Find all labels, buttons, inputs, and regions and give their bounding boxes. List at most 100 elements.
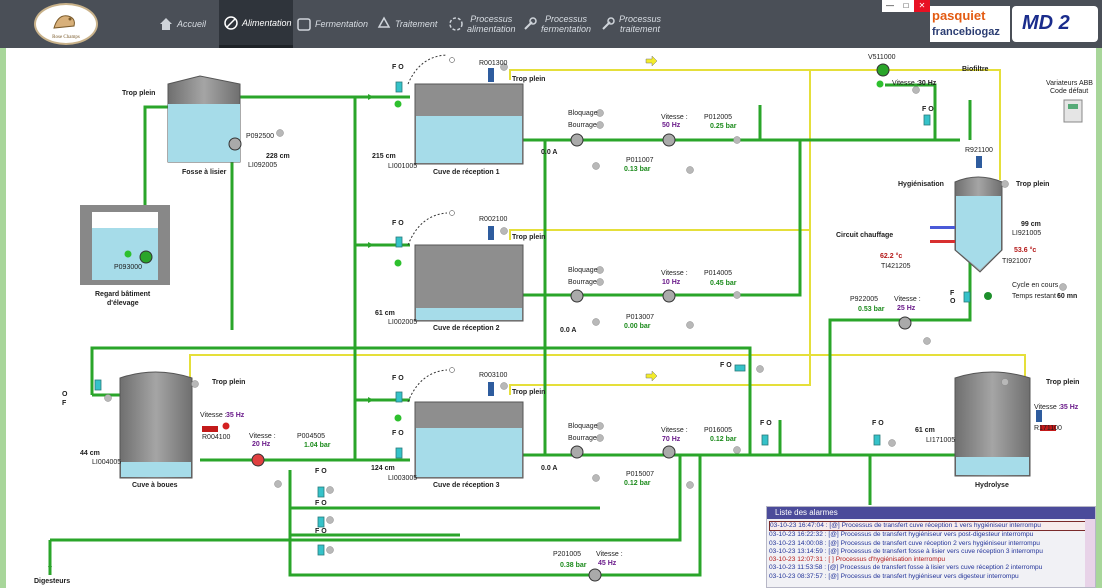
valve-fo-m: F O	[760, 420, 772, 427]
vitesse-hyg: 25 Hz	[897, 305, 916, 312]
label-biofiltre: Biofiltre	[962, 66, 989, 73]
tag-li092005: LI092005	[248, 162, 278, 169]
vitesse-label-boues: Vitesse :	[200, 412, 227, 419]
alarm-row[interactable]: 03-10-23 11:53:58 : [@] Processus de tra…	[769, 564, 1043, 572]
alarm-row[interactable]: 03-10-23 08:37:57 : [@] Processus de tra…	[769, 572, 1019, 580]
vitesse-hydro: 35 Hz	[1060, 404, 1079, 411]
label-cuve-boues: Cuve à boues	[132, 482, 178, 489]
valve-fo-d3: F O	[315, 528, 327, 535]
process-synoptic	[48, 54, 1083, 582]
alarm-row[interactable]: 03-10-23 16:22:32 : [@] Processus de tra…	[769, 531, 1034, 539]
label-cycle: Cycle en cours	[1012, 282, 1059, 289]
alarm-scrollbar[interactable]	[1085, 519, 1095, 587]
nav-proc-trait-line1: Processus	[619, 14, 662, 24]
bloquage-c3: Bloquage	[568, 423, 598, 430]
lvl-boues: 44 cm	[80, 450, 100, 457]
tag-v511000: V511000	[868, 54, 896, 61]
tag-p013007: P013007	[626, 314, 655, 321]
amp-c3: 0.0 A	[541, 465, 558, 472]
maximize-button[interactable]: □	[903, 1, 909, 10]
trop-plein-c2: Trop plein	[512, 234, 546, 241]
valve-fo-d1: F O	[315, 468, 327, 475]
wrench-icon	[602, 17, 615, 30]
pression2-c1: 0.25 bar	[710, 123, 737, 130]
tag-p015007: P015007	[626, 471, 655, 478]
vitesse-c2: 10 Hz	[662, 279, 681, 286]
mixer-motors	[488, 68, 1042, 422]
alarm-row[interactable]: 03-10-23 13:14:59 : [@] Processus de tra…	[769, 547, 1043, 555]
francebiogaz-text: francebiogaz	[932, 26, 1000, 38]
vitesse-label-hyg: Vitesse :	[894, 296, 921, 303]
tag-p922005: P922005	[850, 296, 879, 303]
valve-o-hyg: O	[950, 298, 956, 305]
minimize-button[interactable]: —	[886, 1, 894, 10]
vitesse-c3: 70 Hz	[662, 436, 681, 443]
flow-arrows	[48, 94, 374, 572]
tag-ti421205: TI421205	[881, 263, 911, 270]
tag-r003100: R003100	[479, 372, 508, 379]
indicator-dots	[104, 57, 1067, 554]
tag-p011007: P011007	[626, 157, 654, 164]
variateurs-line1: Variateurs ABB	[1046, 80, 1093, 87]
tag-li921005: LI921005	[1012, 230, 1042, 237]
bloquage-c1: Bloquage	[568, 110, 598, 117]
pression-c1: 0.13 bar	[624, 166, 651, 173]
valve-o-boues: O	[62, 391, 68, 398]
label-hydrolyse: Hydrolyse	[975, 482, 1009, 489]
amp-c1: 0.0 A	[541, 149, 558, 156]
nav-fermentation[interactable]: Fermentation	[296, 0, 368, 48]
valve-fo-bio: F O	[922, 106, 934, 113]
pasquiet-text: pasquiet	[932, 8, 986, 23]
nav-traitement-label: Traitement	[395, 19, 438, 29]
vitesse-label-hydro: Vitesse :	[1034, 404, 1061, 411]
vitesse-boues2: 20 Hz	[252, 441, 271, 448]
label-temps: Temps restant :	[1012, 293, 1060, 300]
tag-p092500: P092500	[246, 133, 275, 140]
nav-proc-alim-line1: Processus	[470, 14, 513, 24]
tag-r921100: R921100	[965, 147, 993, 154]
bourrage-c2: Bourrage	[568, 279, 597, 286]
trop-plein-boues: Trop plein	[212, 379, 246, 386]
fosse-lisier-tank	[167, 75, 241, 163]
nav-alimentation[interactable]: Alimentation	[219, 0, 293, 48]
pression-c3: 0.12 bar	[624, 480, 651, 487]
vitesse-label-c3: Vitesse :	[661, 427, 688, 434]
right-border	[1096, 48, 1102, 588]
vitesse-label-c1: Vitesse :	[661, 114, 688, 121]
bourrage-c3: Bourrage	[568, 435, 597, 442]
tag-p012005: P012005	[704, 114, 733, 121]
nav-traitement[interactable]: Traitement	[376, 0, 437, 48]
vitesse-boues: 35 Hz	[226, 412, 245, 419]
label-fosse: Fosse à lisier	[182, 169, 227, 176]
trop-plein-fosse: Trop plein	[122, 90, 156, 97]
gas-arrows	[645, 55, 658, 382]
bloquage-c2: Bloquage	[568, 267, 598, 274]
tag-p004505: P004505	[297, 433, 326, 440]
vitesse-c1: 50 Hz	[662, 122, 681, 129]
nav-fermentation-label: Fermentation	[315, 19, 369, 29]
temp-circuit: 62.2 °c	[880, 253, 903, 260]
window-controls: — □ ✕	[882, 0, 930, 12]
close-button[interactable]: ✕	[914, 0, 930, 12]
alarm-row[interactable]: 03-10-23 12:07:31 : [ ] Processus d'hygi…	[769, 556, 946, 564]
variateur-abb-icon[interactable]	[1063, 99, 1083, 123]
alarm-row[interactable]: 03-10-23 16:47:04 : [@] Processus de tra…	[769, 521, 1093, 532]
vitesse-label-c2: Vitesse :	[661, 270, 688, 277]
nav-accueil[interactable]: Accueil	[158, 0, 206, 48]
tag-p093000: P093000	[114, 264, 143, 271]
process-cycle-icon	[449, 17, 463, 31]
temp-hyg: 53.6 °c	[1014, 247, 1037, 254]
alarm-list-title: Liste des alarmes	[767, 507, 1095, 519]
pression-c2: 0.00 bar	[624, 323, 651, 330]
pression-dig: 0.38 bar	[560, 562, 587, 569]
pression2-c2: 0.45 bar	[710, 280, 737, 287]
top-navigation-bar: Rose Champs Accueil Alimentation Ferment…	[0, 0, 1102, 48]
alarm-list[interactable]: 03-10-23 16:47:04 : [@] Processus de tra…	[767, 519, 1095, 581]
alimentation-icon	[224, 15, 238, 30]
farm-logo-text: Rose Champs	[52, 35, 80, 40]
valve-fo-c2: F O	[392, 220, 404, 227]
alarm-row[interactable]: 03-10-23 14:00:08 : [@] Processus de tra…	[769, 539, 1040, 547]
